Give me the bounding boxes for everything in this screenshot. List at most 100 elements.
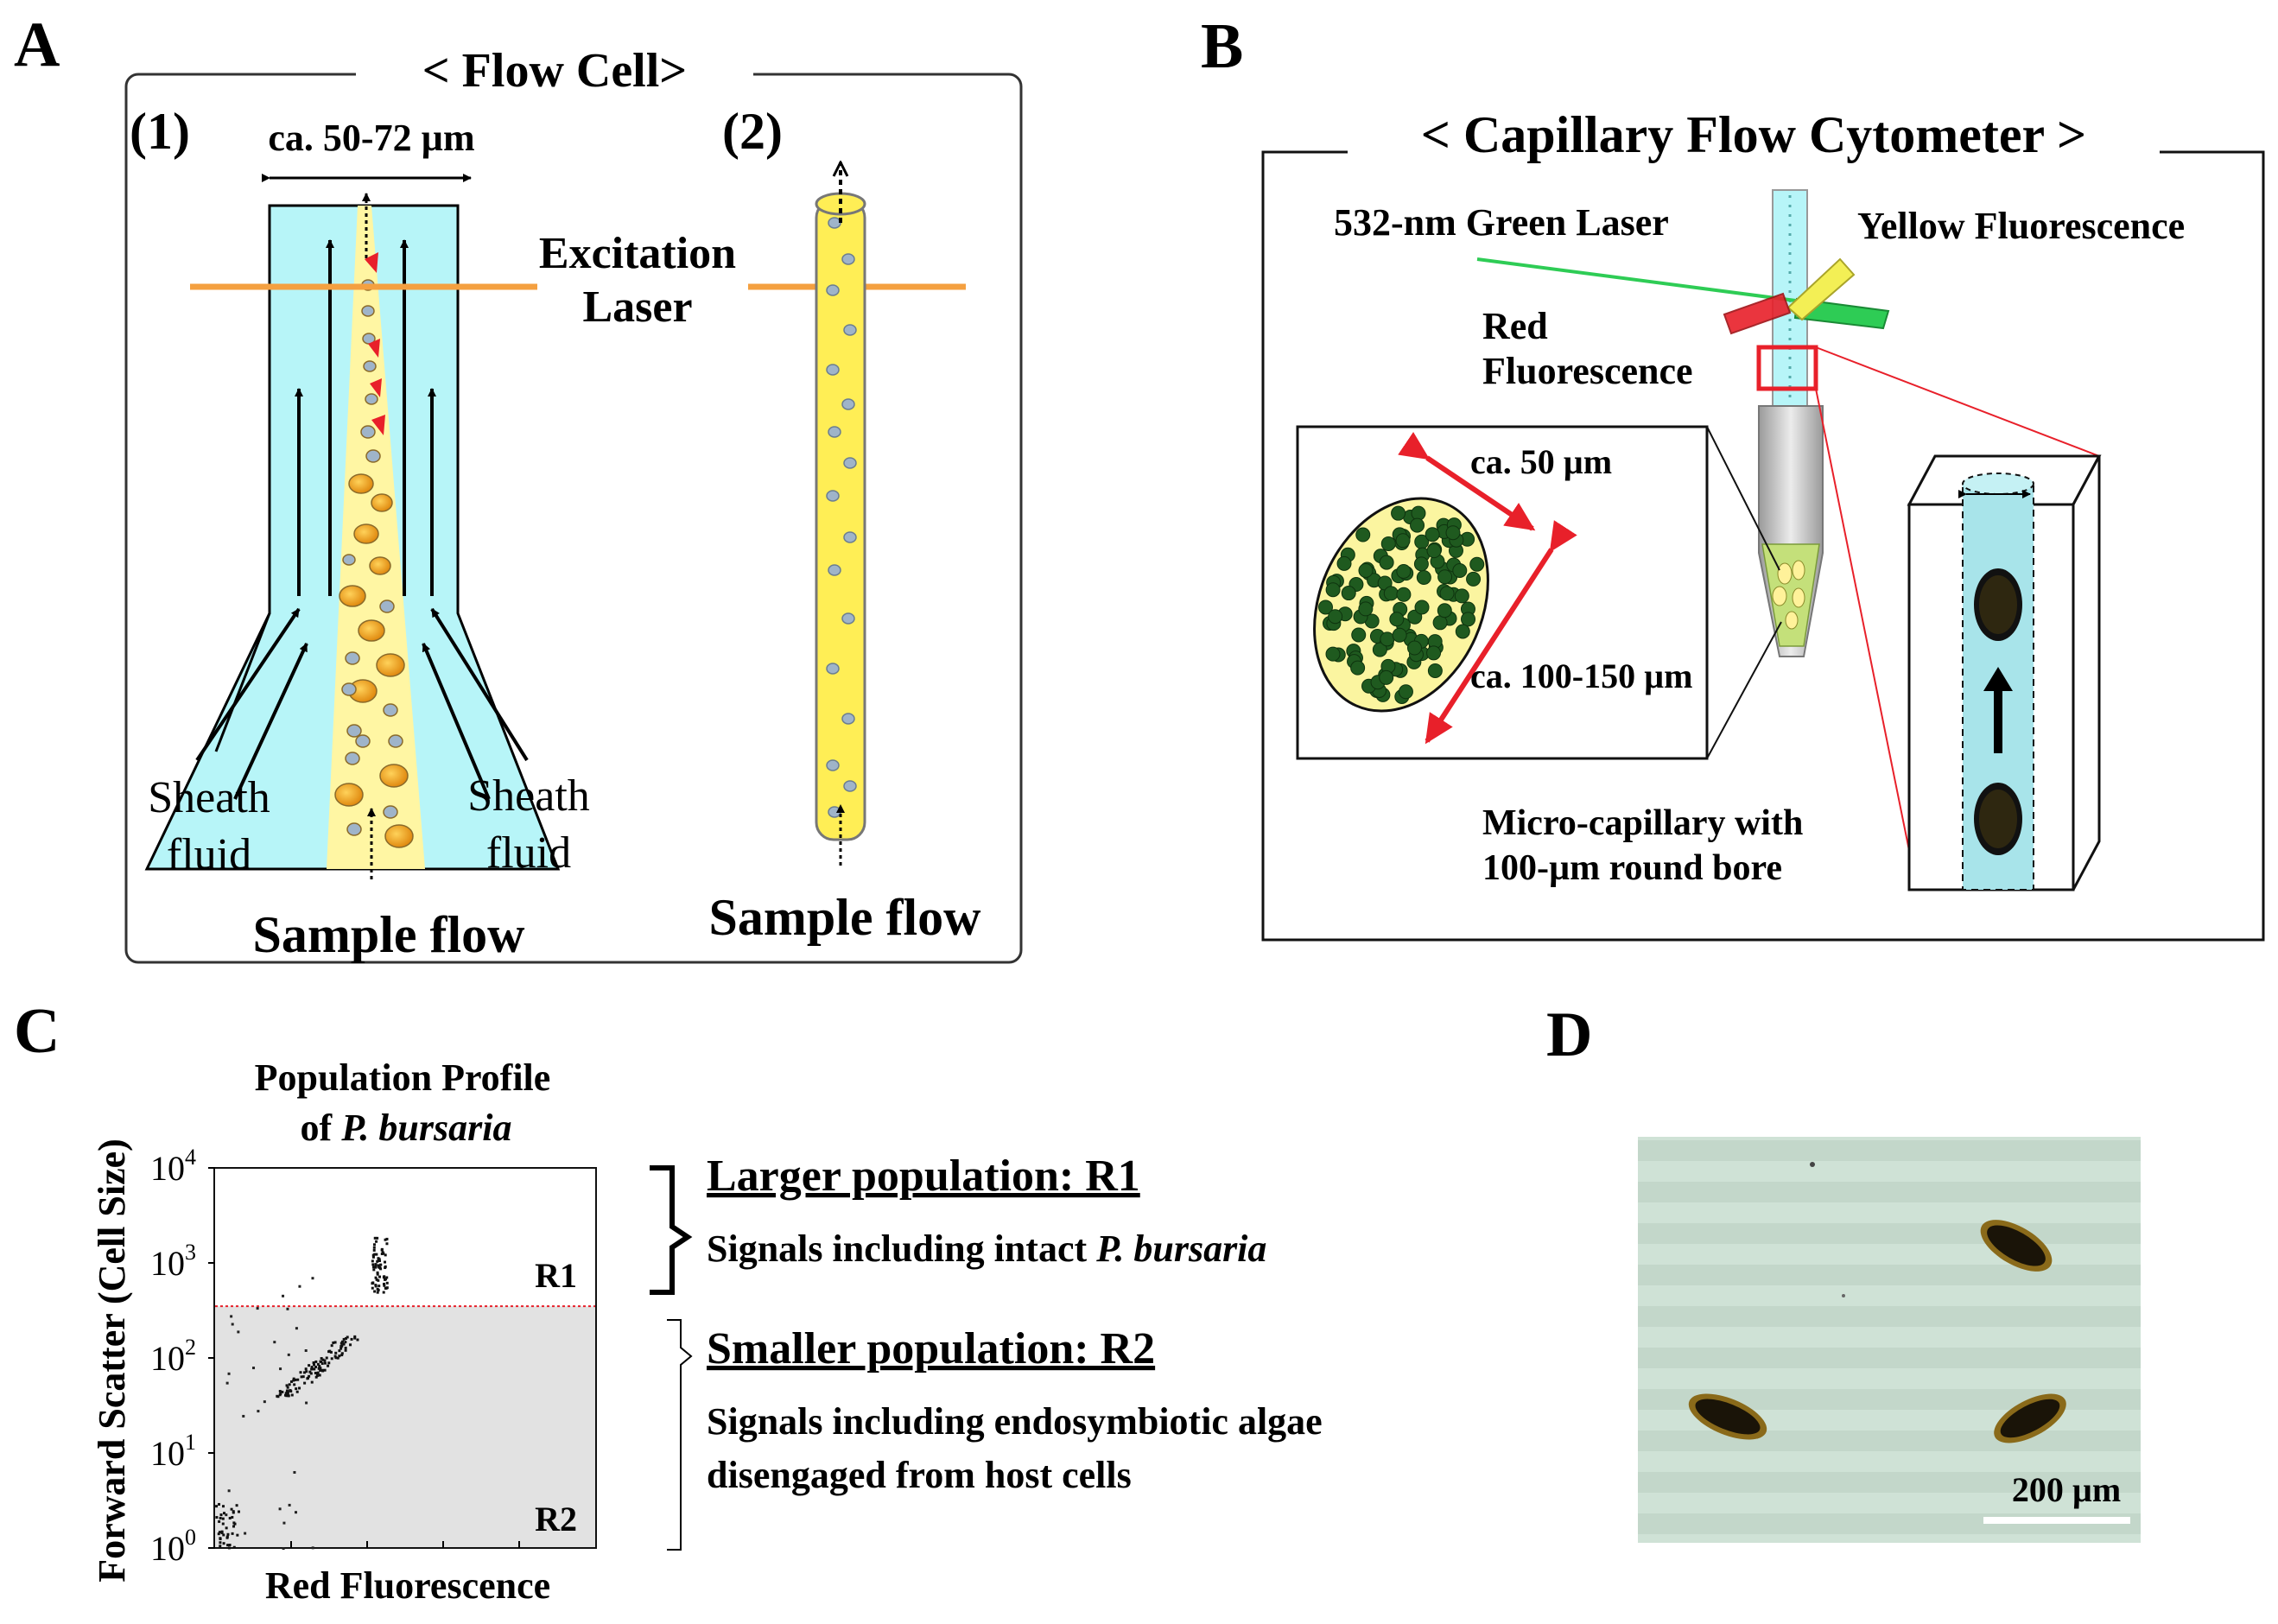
scatter-point bbox=[371, 1266, 375, 1269]
scatter-point bbox=[232, 1545, 236, 1549]
zoom-line-bottom bbox=[1815, 388, 1917, 885]
scatter-point bbox=[288, 1503, 291, 1507]
smaller-population-desc-1: Signals including endosymbiotic algae bbox=[707, 1400, 1323, 1443]
scatter-point bbox=[376, 1272, 379, 1276]
scatter-point bbox=[344, 1348, 347, 1352]
scatter-point bbox=[231, 1515, 234, 1519]
scatter-point bbox=[218, 1502, 221, 1506]
scatter-point bbox=[233, 1522, 237, 1526]
scatter-point bbox=[298, 1285, 301, 1288]
scatter-point bbox=[374, 1276, 378, 1279]
scatter-point bbox=[384, 1238, 387, 1241]
scatter-point bbox=[374, 1263, 378, 1266]
y-tick-base: 10 bbox=[150, 1149, 185, 1188]
scatter-point bbox=[286, 1386, 289, 1389]
scatter-point bbox=[336, 1356, 339, 1360]
scatter-point bbox=[371, 1286, 374, 1290]
scatter-point bbox=[330, 1357, 333, 1361]
capillary-caption-1: Micro-capillary with bbox=[1482, 803, 1803, 843]
scatter-point bbox=[305, 1401, 308, 1405]
scatter-point bbox=[279, 1392, 282, 1395]
scatter-point bbox=[304, 1348, 308, 1352]
scatter-point bbox=[220, 1532, 224, 1535]
scatter-point bbox=[292, 1377, 295, 1380]
scatter-point bbox=[376, 1236, 379, 1240]
scatter-point bbox=[286, 1394, 289, 1398]
scatter-point bbox=[295, 1387, 298, 1391]
scatter-point bbox=[222, 1542, 225, 1545]
subpanel-1-label: (1) bbox=[130, 103, 190, 160]
scatter-point bbox=[340, 1340, 344, 1343]
scale-bar-label: 200 µm bbox=[2012, 1470, 2121, 1509]
chart-title-line-1: Population Profile bbox=[255, 1056, 551, 1099]
scatter-point bbox=[232, 1525, 236, 1528]
scatter-point bbox=[313, 1367, 316, 1371]
panel-label-d: D bbox=[1546, 999, 1592, 1070]
bracket-r1 bbox=[650, 1165, 693, 1295]
capillary-tube-2 bbox=[815, 199, 866, 841]
scatter-point bbox=[372, 1248, 376, 1252]
sheath-outline-left-low bbox=[214, 612, 271, 752]
scatter-point bbox=[356, 1338, 359, 1342]
scatter-point bbox=[301, 1375, 305, 1379]
scatter-point bbox=[328, 1349, 332, 1353]
scatter-point bbox=[282, 1294, 285, 1297]
y-tick-label: 101 bbox=[150, 1430, 196, 1473]
scatter-point bbox=[376, 1291, 379, 1294]
x-axis-label: Red Fluorescence bbox=[265, 1564, 550, 1607]
scatter-point bbox=[332, 1341, 335, 1344]
red-fluorescence-label-1: Red bbox=[1482, 305, 1548, 347]
scatter-point bbox=[219, 1516, 222, 1519]
y-tick-label: 100 bbox=[150, 1525, 196, 1568]
scatter-point bbox=[227, 1489, 231, 1493]
sheath-right-label-2: fluid bbox=[486, 828, 571, 878]
scatter-point bbox=[312, 1361, 315, 1365]
scatter-point bbox=[252, 1367, 256, 1370]
scatter-point bbox=[219, 1537, 222, 1540]
scatter-point bbox=[330, 1344, 333, 1348]
region-r2-label: R2 bbox=[535, 1500, 577, 1538]
scatter-point bbox=[342, 1337, 346, 1341]
scatter-point bbox=[308, 1364, 311, 1367]
sample-flow-label-2: Sample flow bbox=[709, 889, 982, 946]
scatter-point bbox=[314, 1360, 318, 1363]
sample-cells bbox=[334, 279, 414, 848]
dim-arrow-100-150 bbox=[1425, 520, 1577, 745]
yellow-fluorescence-label: Yellow Fluorescence bbox=[1857, 205, 2185, 247]
scatter-point bbox=[333, 1341, 337, 1344]
scatter-point bbox=[349, 1343, 352, 1347]
y-tick-exponent: 2 bbox=[185, 1335, 196, 1360]
scatter-point bbox=[237, 1510, 240, 1513]
scatter-point bbox=[376, 1287, 379, 1291]
scatter-point bbox=[375, 1278, 378, 1281]
sample-reservoir bbox=[1761, 543, 1820, 647]
scatter-point bbox=[298, 1386, 301, 1390]
scatter-point bbox=[311, 1546, 314, 1550]
y-tick-base: 10 bbox=[150, 1434, 185, 1473]
dim-label-100-150: ca. 100-150 µm bbox=[1470, 657, 1692, 695]
scatter-point bbox=[340, 1352, 344, 1355]
capillary-3d-inset bbox=[1907, 454, 2102, 891]
scatter-point bbox=[288, 1383, 291, 1386]
capillary-2-cells bbox=[826, 217, 857, 818]
panel-a-flow-cell: < Flow Cell> (1) (2) ca. 50-72 µm bbox=[124, 44, 1023, 964]
scatter-point bbox=[219, 1545, 222, 1548]
scatter-point bbox=[227, 1546, 231, 1550]
red-fluorescence-label-2: Fluorescence bbox=[1482, 350, 1693, 392]
smaller-population-heading: Smaller population: R2 bbox=[707, 1324, 1155, 1373]
scatter-point bbox=[232, 1510, 235, 1513]
scatter-point bbox=[375, 1253, 378, 1256]
scatter-point bbox=[378, 1259, 381, 1262]
panel-label-c: C bbox=[14, 996, 60, 1067]
scatter-point bbox=[293, 1470, 296, 1474]
scatter-point bbox=[314, 1375, 318, 1379]
scatter-point bbox=[372, 1268, 376, 1272]
scatter-point bbox=[306, 1377, 309, 1380]
scatter-point bbox=[263, 1400, 266, 1404]
y-tick-base: 10 bbox=[150, 1339, 185, 1378]
scatter-point bbox=[305, 1370, 308, 1373]
scatter-point bbox=[228, 1516, 232, 1519]
scatter-point bbox=[295, 1327, 298, 1330]
scatter-point bbox=[278, 1390, 282, 1393]
scatter-point bbox=[228, 1544, 232, 1547]
